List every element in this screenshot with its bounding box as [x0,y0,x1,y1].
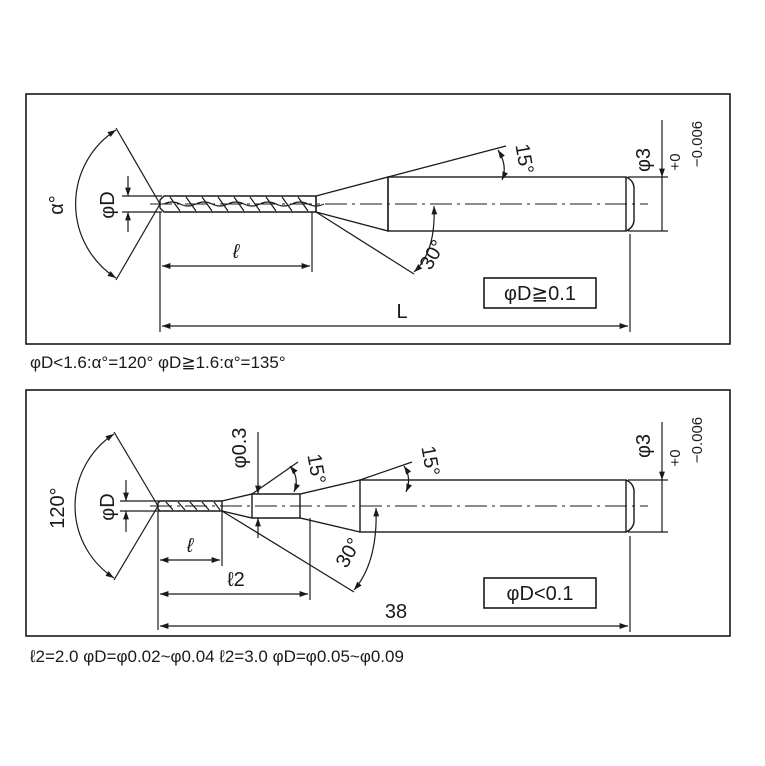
top-phiD-label: φD [97,191,119,218]
bottom-caption: ℓ2=2.0 φD=φ0.02~φ0.04 ℓ2=3.0 φD=φ0.05~φ0… [29,647,404,666]
bottom-ell2-dimension [160,518,311,600]
bottom-tol-minus: −0.006 [689,417,706,463]
top-ell-dimension [159,212,313,272]
top-tol-plus: +0 [667,153,684,170]
top-range-text: φD≧0.1 [504,283,576,305]
bottom-15deg-b-dimension [359,461,413,493]
bottom-shank [221,479,635,533]
top-panel-frame [25,93,731,345]
top-phi3-label: φ3 [633,148,655,172]
top-tol-minus: −0.006 [689,121,706,167]
bottom-120deg-dimension [74,431,159,581]
bottom-ell2-label: ℓ2 [227,569,245,591]
bottom-phiD-label: φD [97,493,119,520]
top-L-dimension [159,234,631,332]
top-flute-body [159,195,325,213]
top-15deg-label: 15° [510,142,537,176]
top-alpha-label: α° [46,195,68,215]
bottom-15deg-a-label: 15° [302,452,329,486]
bottom-drill-panel: 120° φD φ0.3 ℓ ℓ2 [25,389,731,637]
top-alpha-dimension [75,127,161,281]
bottom-38-label: 38 [385,601,407,623]
top-30deg-dimension [315,205,438,275]
top-range-box [483,277,597,309]
top-30deg-label: 30° [416,236,450,273]
bottom-15deg-b-label: 15° [416,444,443,478]
top-L-label: L [396,301,407,323]
bottom-phi03-label: φ0.3 [229,428,251,469]
top-drill-panel: α° φD ℓ L 15° [25,93,731,345]
top-phiD-dimension [122,176,162,232]
bottom-panel-frame [25,389,731,637]
bottom-120deg-label: 120° [47,487,69,528]
bottom-phiD-dimension [120,480,160,532]
bottom-range-text: φD<0.1 [507,583,574,605]
bottom-38-dimension [160,536,631,632]
bottom-30deg-dimension [221,507,380,593]
top-caption: φD<1.6:α°=120° φD≧1.6:α°=135° [30,353,286,372]
bottom-15deg-a-dimension [251,461,301,495]
top-ell-label: ℓ [232,241,241,263]
top-15deg-dimension [387,145,509,181]
top-phi3-dimension [628,120,668,232]
bottom-ell-label: ℓ [186,535,195,557]
bottom-phi3-label: φ3 [633,434,655,458]
bottom-tol-plus: +0 [667,449,684,466]
bottom-30deg-label: 30° [332,534,366,571]
bottom-phi3-dimension [628,422,668,533]
bottom-ell-dimension [157,511,223,630]
bottom-range-box [483,577,597,609]
